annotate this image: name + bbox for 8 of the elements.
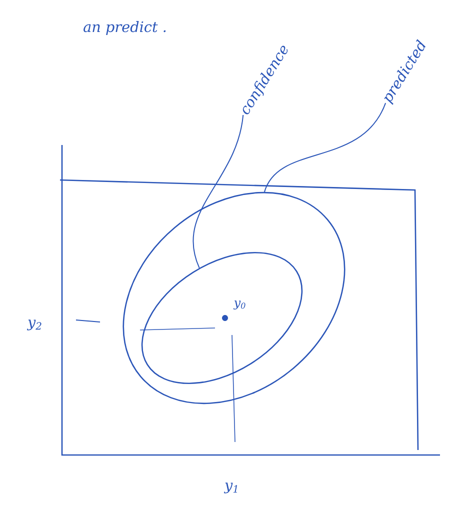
heading-text: an predict . [84, 21, 166, 35]
point-label: y$_{0}$ [233, 300, 246, 310]
leader-line [264, 102, 386, 192]
ellipse-region [122, 192, 346, 404]
leader-line [192, 114, 244, 268]
axis-label: y$_{2}$ [26, 320, 42, 330]
ellipse-region [141, 252, 303, 384]
axis-label: y$_{1}$ [224, 482, 238, 494]
